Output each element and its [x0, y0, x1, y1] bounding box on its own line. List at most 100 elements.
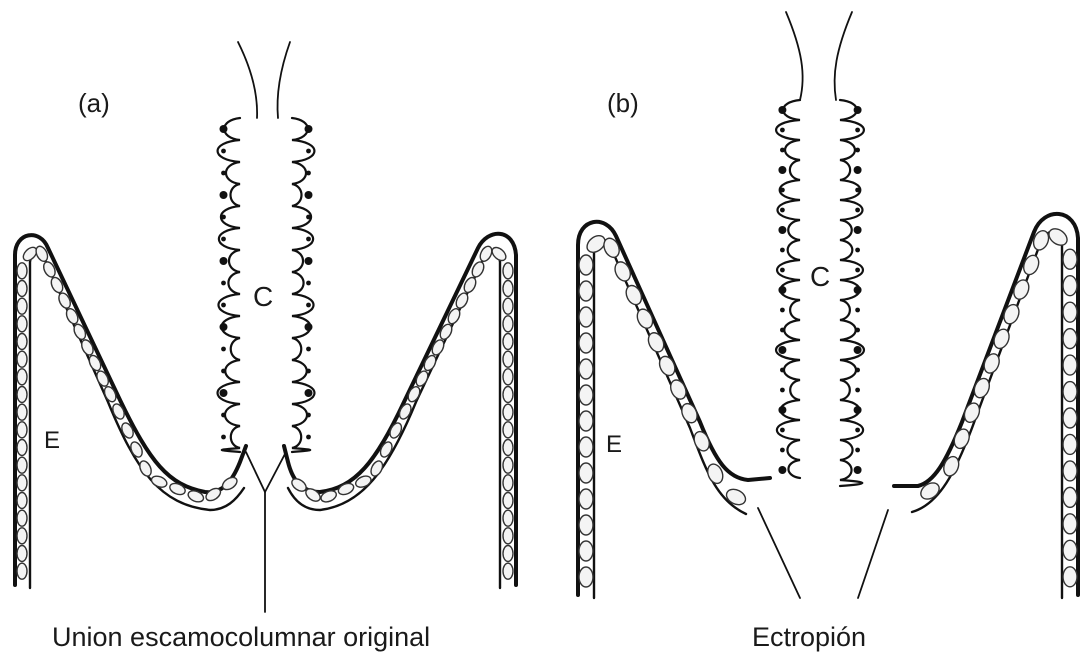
panel-b-epithelium-left-inner — [594, 239, 746, 598]
squamous-cell — [1046, 225, 1070, 248]
nucleus — [221, 413, 226, 418]
panel-b-canal-label: C — [810, 261, 830, 292]
nucleus — [306, 171, 311, 176]
nucleus — [220, 389, 228, 397]
squamous-cell — [503, 422, 513, 438]
squamous-cell — [1063, 408, 1077, 428]
panel-b-right-folded-mucosa — [840, 100, 864, 486]
squamous-cell — [17, 528, 27, 544]
squamous-cell — [1063, 461, 1077, 481]
nucleus — [780, 128, 785, 133]
squamous-cell — [579, 541, 593, 561]
panel-a-canal-walls — [218, 42, 315, 452]
nucleus — [855, 188, 860, 193]
squamous-cell — [579, 333, 593, 353]
nucleus — [305, 125, 313, 133]
nucleus — [221, 237, 226, 242]
squamous-cell — [1063, 249, 1077, 269]
nucleus — [778, 106, 786, 114]
panel-a-epithelium-label: E — [44, 427, 60, 454]
squamous-cell — [503, 263, 513, 279]
squamous-cell — [579, 411, 593, 431]
squamous-cell — [1063, 514, 1077, 534]
nucleus — [220, 191, 228, 199]
squamous-cell — [490, 245, 509, 263]
nucleus — [855, 148, 860, 153]
nucleus — [780, 328, 785, 333]
squamous-cell — [503, 563, 513, 579]
nucleus — [854, 286, 862, 294]
squamous-cell — [150, 474, 169, 489]
squamous-cell — [503, 404, 513, 420]
nucleus — [780, 428, 785, 433]
squamous-cell — [579, 281, 593, 301]
squamous-cell — [17, 457, 27, 473]
nucleus — [306, 347, 311, 352]
squamous-cell — [579, 359, 593, 379]
nucleus — [221, 149, 226, 154]
nucleus — [854, 346, 862, 354]
squamous-cell — [579, 437, 593, 457]
squamous-cell — [579, 307, 593, 327]
nucleus — [306, 281, 311, 286]
squamous-cell — [503, 493, 513, 509]
panel-b-ectropion: (b) C E Ectropión — [578, 12, 1078, 652]
nucleus — [780, 148, 785, 153]
nucleus — [221, 435, 226, 440]
panel-b-tag: (b) — [607, 88, 639, 118]
squamous-cell — [397, 402, 413, 421]
nucleus — [855, 368, 860, 373]
squamous-cell — [17, 422, 27, 438]
nucleus — [854, 106, 862, 114]
squamous-cell — [503, 316, 513, 332]
nucleus — [306, 303, 311, 308]
nucleus — [778, 226, 786, 234]
nucleus — [855, 428, 860, 433]
panel-a-original-junction: (a) C E Union escamocolumnar original — [15, 42, 516, 652]
nucleus — [778, 466, 786, 474]
panel-a-right-folded-mucosa — [292, 118, 314, 452]
squamous-cell — [406, 385, 422, 404]
nucleus — [306, 149, 311, 154]
squamous-cell — [17, 387, 27, 403]
squamous-cell — [17, 263, 27, 279]
nucleus — [778, 346, 786, 354]
nucleus — [305, 389, 313, 397]
nucleus — [780, 368, 785, 373]
nucleus — [780, 308, 785, 313]
nucleus — [780, 268, 785, 273]
nucleus — [855, 388, 860, 393]
squamous-cell — [579, 567, 593, 587]
squamous-cell — [503, 475, 513, 491]
squamous-cell — [962, 401, 982, 425]
squamous-cell — [1063, 434, 1077, 454]
squamous-cell — [503, 457, 513, 473]
panel-b-ectropion-pointers — [758, 508, 888, 598]
panel-a-canal-top-right — [278, 42, 291, 118]
nucleus — [220, 323, 228, 331]
panel-b-epithelium-left-outer — [578, 222, 770, 595]
panel-a-left-folded-mucosa — [218, 118, 240, 452]
squamous-cell — [1063, 540, 1077, 560]
squamous-cell — [17, 404, 27, 420]
squamous-cell — [337, 481, 356, 496]
panel-a-junction-pointer — [246, 452, 286, 612]
squamous-cell — [503, 351, 513, 367]
nucleus — [855, 248, 860, 253]
nucleus — [305, 323, 313, 331]
nucleus — [780, 188, 785, 193]
panel-b-canal-top-left — [786, 12, 803, 100]
nucleus — [221, 281, 226, 286]
squamous-cell — [17, 510, 27, 526]
nucleus — [855, 128, 860, 133]
nucleus — [854, 406, 862, 414]
squamous-cell — [17, 351, 27, 367]
panel-a-canal-top-left — [238, 42, 257, 118]
panel-b-epithelium-label: E — [606, 431, 622, 458]
nucleus — [221, 171, 226, 176]
nucleus — [306, 413, 311, 418]
squamous-cell — [623, 283, 644, 307]
squamous-cell — [17, 475, 27, 491]
